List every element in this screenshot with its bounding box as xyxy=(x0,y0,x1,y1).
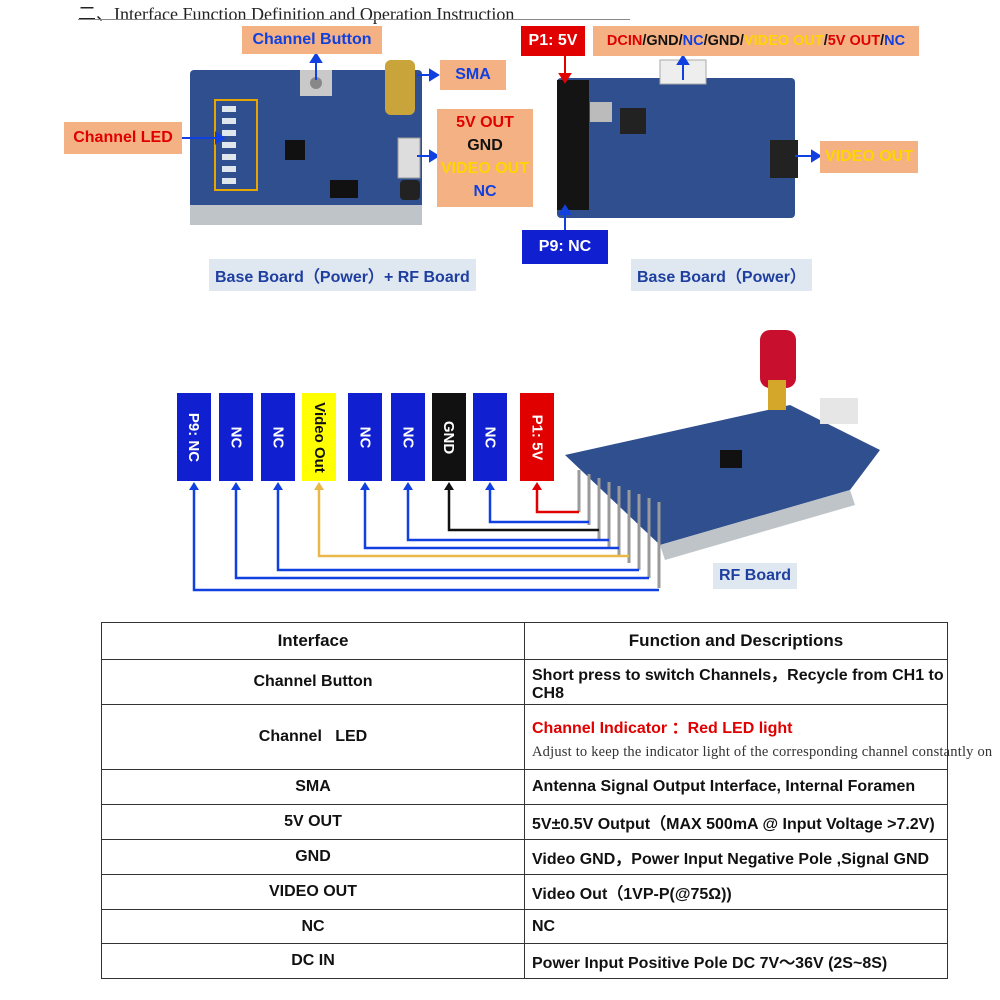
pinout-sep: / xyxy=(823,33,828,49)
base-rf-board-photo xyxy=(190,60,422,225)
row-interface: DC IN xyxy=(101,943,525,979)
base-rf-board-caption: Base Board（Power）+ RF Board xyxy=(209,259,476,291)
row-description: 5V±0.5V Output（MAX 500mA @ Input Voltage… xyxy=(524,804,948,840)
row-description: Short press to switch Channels，Recycle f… xyxy=(524,659,948,705)
video-out-jack-label: VIDEO OUT xyxy=(820,141,918,173)
row-description-main: Channel Indicator ：Red LED light xyxy=(532,719,793,737)
sma-label: SMA xyxy=(440,60,506,90)
pin-label-nc: NC xyxy=(348,393,382,481)
row-description: Video GND，Power Input Negative Pole ,Sig… xyxy=(524,839,948,875)
row-description-sub: Adjust to keep the indicator light of th… xyxy=(532,743,993,760)
table-row: DC IN Power Input Positive Pole DC 7V～36… xyxy=(101,943,948,979)
pinout-gnd: GND xyxy=(646,33,679,49)
pinout-nc: NC xyxy=(884,33,906,49)
video-out-label: VIDEO OUT xyxy=(440,160,529,177)
table-header-interface: Interface xyxy=(101,622,525,660)
pin-label-nc: NC xyxy=(473,393,507,481)
pinout-sep: / xyxy=(703,33,708,49)
row-description: Antenna Signal Output Interface, Interna… xyxy=(524,769,948,805)
table-header-row: Interface Function and Descriptions xyxy=(101,622,948,660)
table-row: SMA Antenna Signal Output Interface, Int… xyxy=(101,769,948,805)
rf-board-caption: RF Board xyxy=(713,563,797,589)
row-interface: NC xyxy=(101,909,525,944)
channel-led-label: Channel LED xyxy=(64,122,182,154)
pinout-sep: / xyxy=(642,33,647,49)
table-row: GND Video GND，Power Input Negative Pole … xyxy=(101,839,948,875)
row-description: NC xyxy=(524,909,948,944)
base-board-photo xyxy=(557,59,798,218)
pinout-gnd: GND xyxy=(707,33,740,49)
pin-label-nc: NC xyxy=(261,393,295,481)
nc-label: NC xyxy=(473,183,497,200)
table-row: 5V OUT 5V±0.5V Output（MAX 500mA @ Input … xyxy=(101,804,948,840)
5v-out-label: 5V OUT xyxy=(456,114,514,131)
row-interface: SMA xyxy=(101,769,525,805)
pin-label-video-out: Video Out xyxy=(302,393,336,481)
rf-board-photo xyxy=(565,330,880,560)
pin-label-nc: NC xyxy=(219,393,253,481)
pin-label-gnd: GND xyxy=(432,393,466,481)
pinout-video-out: VIDEO OUT xyxy=(743,33,824,49)
table-header-function: Function and Descriptions xyxy=(524,622,948,660)
pinout-dcin: DCIN xyxy=(606,33,643,49)
row-description: Power Input Positive Pole DC 7V～36V (2S~… xyxy=(524,943,948,979)
table-row: Channel Button Short press to switch Cha… xyxy=(101,659,948,705)
row-interface: VIDEO OUT xyxy=(101,874,525,910)
row-description: Channel Indicator ：Red LED light Adjust … xyxy=(524,704,993,770)
board-output-labels: 5V OUT GND VIDEO OUT NC xyxy=(437,109,533,207)
p1-label: P1: 5V xyxy=(521,26,585,56)
pinout-sep: / xyxy=(678,33,683,49)
pinout-sep: / xyxy=(739,33,744,49)
pin-label-p9: P9: NC xyxy=(177,393,211,481)
row-interface: Channel Button xyxy=(101,659,525,705)
pin-label-p1: P1: 5V xyxy=(520,393,554,481)
table-row: VIDEO OUT Video Out（1VP-P(@75Ω)) xyxy=(101,874,948,910)
pinout-nc: NC xyxy=(682,33,704,49)
pinout-sep: / xyxy=(880,33,885,49)
interface-table: Interface Function and Descriptions Chan… xyxy=(101,622,993,979)
base-board-caption: Base Board（Power） xyxy=(631,259,812,291)
row-description: Video Out（1VP-P(@75Ω)) xyxy=(524,874,948,910)
row-interface: Channel LED xyxy=(101,704,525,770)
row-interface: GND xyxy=(101,839,525,875)
table-row: Channel LED Channel Indicator ：Red LED l… xyxy=(101,704,993,770)
row-interface: 5V OUT xyxy=(101,804,525,840)
pinout-label: DCIN/GND/NC/GND/VIDEO OUT/5V OUT/NC xyxy=(593,26,919,56)
gnd-label: GND xyxy=(467,137,503,154)
pin-label-nc: NC xyxy=(391,393,425,481)
heading-underline xyxy=(78,19,630,20)
pinout-5v-out: 5V OUT xyxy=(827,33,881,49)
p9-label: P9: NC xyxy=(522,230,608,264)
channel-button-label: Channel Button xyxy=(242,26,382,54)
table-row: NC NC xyxy=(101,909,948,944)
